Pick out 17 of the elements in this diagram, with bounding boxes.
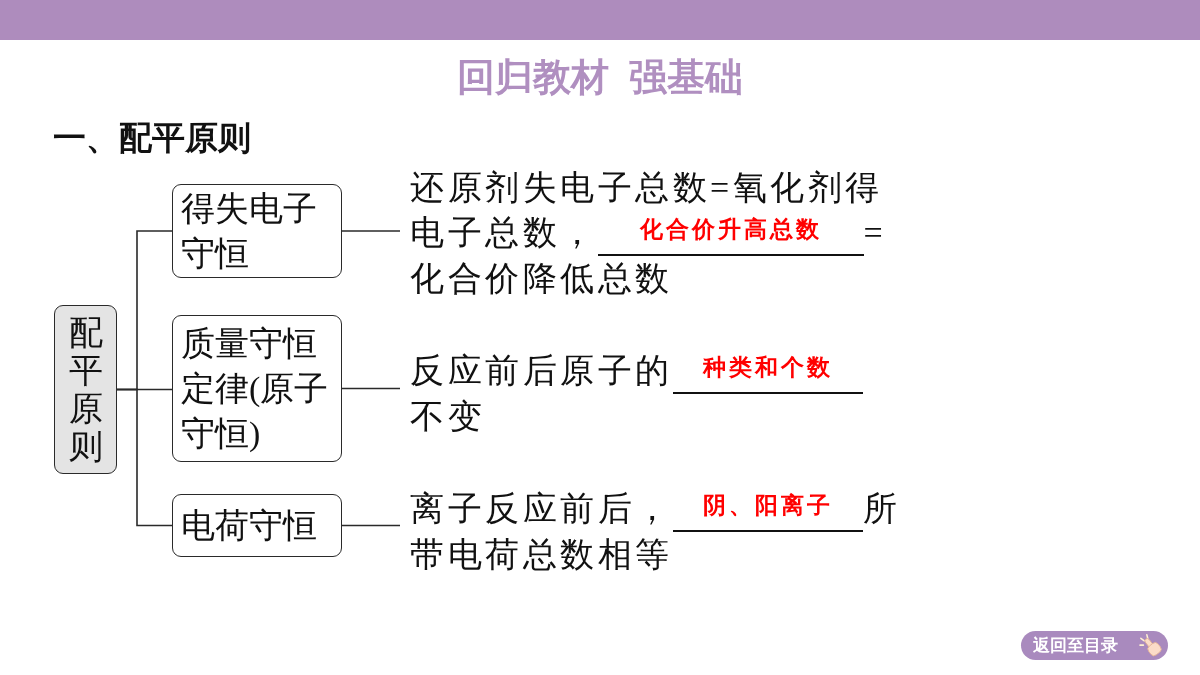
root-topic-box: 配平原则 [54,305,117,474]
statement-text: 反应前后原子的 种类和个数 不变 [400,348,890,439]
fill-in-line: 化合价升高总数 [597,215,864,256]
statement-text: 离子反应前后， 阴、阳离子 所带电荷总数相等 [400,486,904,577]
branch-topic-box: 质量守恒定律(原子守恒) [172,315,342,462]
connector-line [341,387,401,390]
back-to-contents-button: 返回至目录 [1021,631,1168,660]
connector-line [116,388,173,527]
branch-topic-box: 得失电子守恒 [172,184,342,278]
statement-text: 还原剂失电子总数=氧化剂得电子总数， 化合价升高总数 =化合价降低总数 [400,165,892,301]
branch-topic-box: 电荷守恒 [172,494,342,557]
section-heading: 一、配平原则 [53,118,251,158]
fill-in-line: 种类和个数 [672,353,863,394]
connector-line [341,524,401,527]
fill-in-line: 阴、阳离子 [672,491,863,532]
connector-line [341,230,401,232]
slide-title: 回归教材 强基础 [456,55,744,100]
